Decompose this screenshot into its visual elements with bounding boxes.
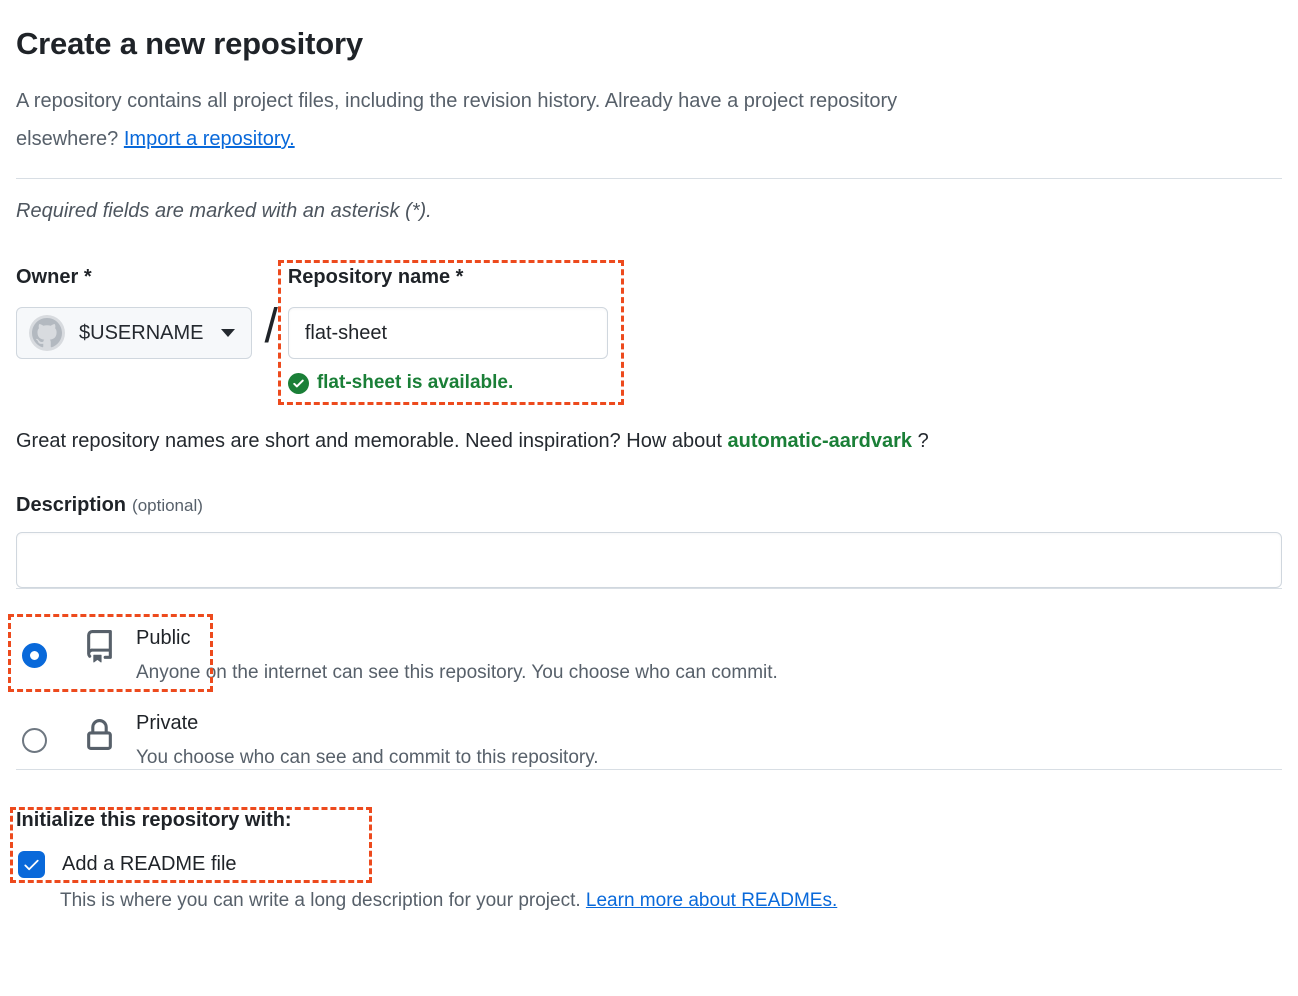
- public-visibility-option: Public Anyone on the internet can see th…: [8, 614, 1282, 692]
- create-repository-page: Create a new repository A repository con…: [0, 24, 1298, 912]
- owner-select-button[interactable]: $USERNAME: [16, 307, 253, 359]
- repository-name-field: Repository name * flat-sheet is availabl…: [277, 260, 624, 405]
- readme-checkbox[interactable]: [18, 851, 45, 878]
- divider: [16, 178, 1282, 179]
- intro-text: A repository contains all project files,…: [16, 82, 1236, 158]
- owner-repo-row: Owner * $USERNAME / Repository name * fl…: [16, 260, 1282, 405]
- public-label[interactable]: Public: [136, 627, 191, 649]
- public-option-text: Public Anyone on the internet can see th…: [136, 626, 778, 684]
- owner-selected-value: $USERNAME: [79, 321, 204, 344]
- public-description: Anyone on the internet can see this repo…: [136, 662, 778, 683]
- private-visibility-option: Private You choose who can see and commi…: [22, 711, 1282, 769]
- owner-field: Owner * $USERNAME: [16, 265, 253, 359]
- intro-line-2: elsewhere?: [16, 128, 119, 150]
- octocat-avatar-icon: [29, 315, 65, 351]
- readme-checkbox-label[interactable]: Add a README file: [62, 853, 237, 875]
- description-label-row: Description (optional): [16, 493, 1282, 519]
- required-fields-note: Required fields are marked with an aster…: [16, 200, 432, 222]
- lock-icon: [83, 719, 116, 757]
- repository-name-label: Repository name *: [287, 266, 464, 288]
- import-repository-link[interactable]: Import a repository.: [123, 128, 295, 150]
- initialize-section: Initialize this repository with: Add a R…: [10, 807, 1282, 912]
- private-label[interactable]: Private: [136, 712, 199, 734]
- page-title: Create a new repository: [16, 26, 363, 61]
- suggested-repo-name: automatic-aardvark: [727, 430, 913, 452]
- readme-help-text: This is where you can write a long descr…: [60, 890, 838, 911]
- owner-label: Owner *: [16, 266, 92, 288]
- check-circle-icon: [287, 372, 309, 394]
- owner-repo-slash-separator: /: [264, 300, 278, 353]
- repo-book-icon: [83, 630, 116, 668]
- availability-message: flat-sheet is available.: [316, 372, 514, 393]
- description-optional-hint: (optional): [132, 496, 203, 515]
- readme-learn-more-link[interactable]: Learn more about READMEs.: [585, 890, 838, 911]
- initialize-heading: Initialize this repository with:: [16, 809, 292, 831]
- public-radio[interactable]: [22, 643, 47, 668]
- repo-required-asterisk: *: [455, 266, 464, 288]
- description-input[interactable]: [16, 532, 1282, 588]
- private-description: You choose who can see and commit to thi…: [136, 747, 599, 768]
- readme-checkbox-row: Add a README file: [18, 851, 1282, 878]
- owner-required-asterisk: *: [83, 266, 92, 288]
- private-radio[interactable]: [22, 728, 47, 753]
- intro-line-1: A repository contains all project files,…: [16, 90, 898, 112]
- availability-status: flat-sheet is available.: [287, 371, 608, 395]
- repository-name-input[interactable]: [287, 307, 608, 359]
- divider: [16, 769, 1282, 770]
- private-option-text: Private You choose who can see and commi…: [136, 711, 599, 769]
- divider: [16, 588, 1282, 589]
- checkmark-icon: [24, 859, 39, 871]
- name-suggestion-text: Great repository names are short and mem…: [16, 430, 929, 452]
- description-label: Description: [16, 494, 127, 516]
- triangle-down-icon: [221, 329, 236, 337]
